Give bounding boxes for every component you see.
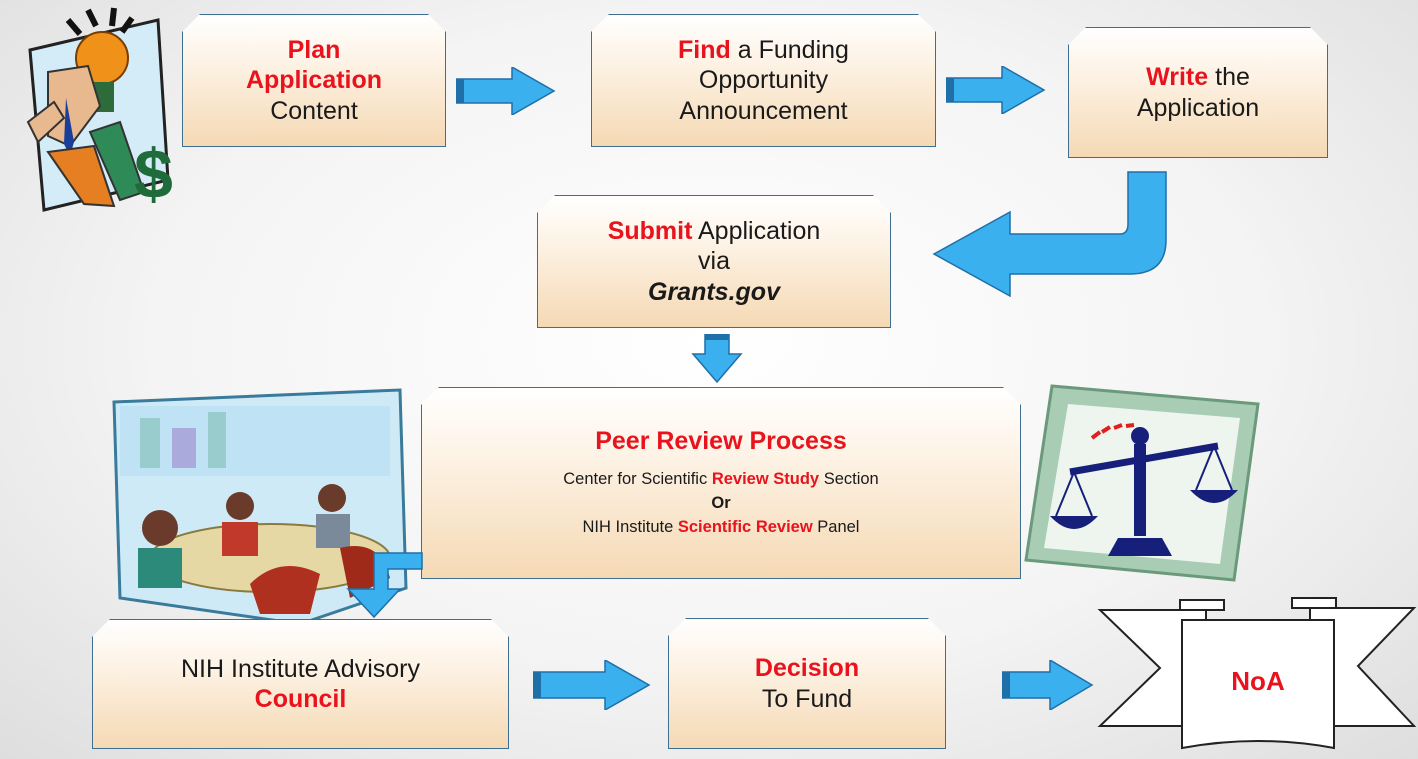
submit-line2: via (698, 247, 730, 276)
arrow-plan-to-find (456, 67, 556, 115)
council-line1: NIH Institute Advisory (181, 654, 420, 683)
grants-gov-text: Grants.gov (648, 277, 780, 306)
submit-application-step: Submit Application via Grants.gov (537, 195, 891, 328)
noa-label: NoA (1231, 666, 1285, 696)
find-keyword: Find (678, 35, 731, 64)
svg-text:$: $ (134, 135, 173, 212)
planning-clipart-icon: $ (26, 7, 173, 212)
find-line3: Announcement (679, 96, 848, 125)
arrow-council-to-decision (533, 660, 651, 710)
find-funding-step: Find a Funding Opportunity Announcement (591, 14, 936, 147)
scales-clipart-icon (1024, 384, 1260, 582)
plan-application-step: Plan Application Content (182, 14, 446, 147)
decision-keyword: Decision (754, 654, 860, 682)
plan-keyword-2: Application (245, 66, 383, 95)
peer-review-step: Peer Review Process Center for Scientifi… (421, 387, 1021, 579)
noa-banner-icon (1097, 597, 1417, 750)
peer-review-title: Peer Review Process (595, 426, 847, 455)
arrow-decision-to-noa (1002, 660, 1094, 710)
decision-step: Decision To Fund (668, 618, 946, 749)
decision-text: To Fund (761, 684, 853, 713)
council-keyword: Council (254, 685, 347, 713)
peer-review-or: Or (711, 494, 731, 513)
write-application-step: Write the Application (1068, 27, 1328, 158)
arrow-find-to-write (946, 66, 1046, 114)
peer-review-line1: Center for Scientific Review Study Secti… (563, 470, 879, 489)
plan-content-text: Content (270, 96, 358, 125)
arrow-write-to-submit (932, 171, 1167, 298)
plan-keyword: Plan (287, 35, 341, 64)
submit-keyword: Submit (607, 216, 693, 245)
advisory-council-step: NIH Institute Advisory Council (92, 619, 509, 749)
arrow-submit-to-peer (691, 334, 743, 384)
arrow-peer-to-council (346, 552, 423, 619)
find-line2: Opportunity (698, 66, 829, 95)
write-keyword: Write (1146, 63, 1209, 91)
write-line2: Application (1136, 93, 1260, 122)
peer-review-line2: NIH Institute Scientific Review Panel (582, 518, 860, 537)
